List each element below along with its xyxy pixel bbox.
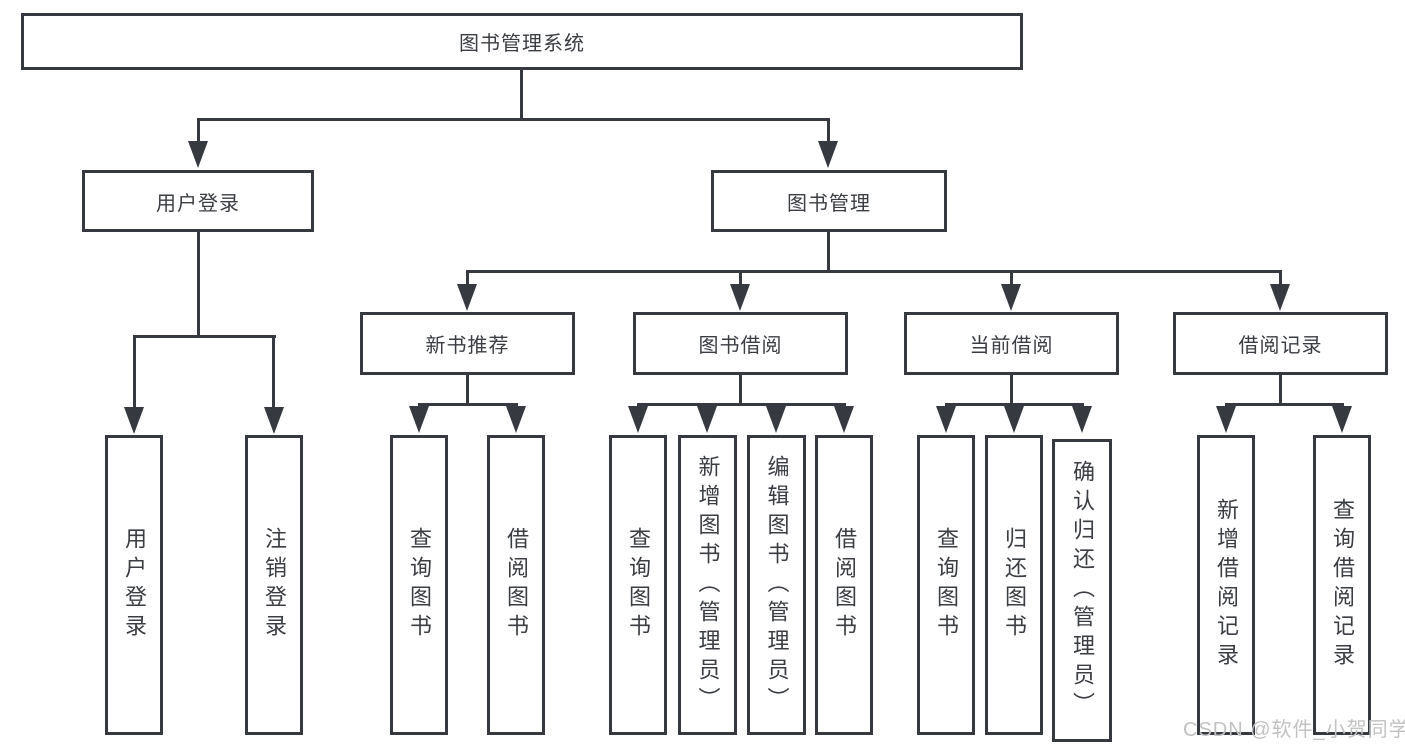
connector-line bbox=[1225, 403, 1344, 406]
leaf-newbook-borrow-label: 借阅图书 bbox=[504, 527, 529, 643]
leaf-borrow-add-label: 新增图书（管理员） bbox=[695, 454, 721, 716]
node-book-borrow: 图书借阅 bbox=[633, 312, 848, 375]
leaf-current-return-label: 归还图书 bbox=[1002, 527, 1027, 643]
arrow-down-icon bbox=[264, 407, 284, 434]
leaf-current-query: 查询图书 bbox=[917, 435, 975, 735]
node-book-borrow-label: 图书借阅 bbox=[698, 335, 783, 357]
leaf-current-query-label: 查询图书 bbox=[934, 527, 959, 643]
arrow-down-icon bbox=[1001, 284, 1021, 311]
arrow-down-icon bbox=[1332, 406, 1352, 433]
connector-line bbox=[1010, 375, 1013, 405]
arrow-down-icon bbox=[818, 141, 838, 168]
node-user-login-label: 用户登录 bbox=[156, 192, 240, 215]
connector-line bbox=[197, 232, 200, 338]
leaf-current-return: 归还图书 bbox=[985, 435, 1043, 735]
leaf-records-add-label: 新增借阅记录 bbox=[1214, 498, 1239, 672]
arrow-down-icon bbox=[834, 406, 854, 433]
node-new-book-label: 新书推荐 bbox=[425, 335, 510, 357]
arrow-down-icon bbox=[730, 284, 750, 311]
arrow-down-icon bbox=[766, 406, 786, 433]
connector-line bbox=[520, 69, 523, 120]
connector-line bbox=[827, 118, 830, 143]
leaf-borrow-edit-label: 编辑图书（管理员） bbox=[764, 454, 790, 716]
connector-line bbox=[945, 403, 1084, 406]
connector-line bbox=[133, 335, 276, 338]
leaf-borrow-query: 查询图书 bbox=[609, 435, 667, 735]
node-current-borrow-label: 当前借阅 bbox=[969, 335, 1054, 357]
connector-line bbox=[197, 118, 200, 143]
connector-line bbox=[133, 335, 136, 409]
leaf-current-confirm-label: 确认归还（管理员） bbox=[1070, 460, 1095, 721]
arrow-down-icon bbox=[936, 406, 956, 433]
leaf-newbook-borrow: 借阅图书 bbox=[487, 435, 545, 735]
arrow-down-icon bbox=[1216, 406, 1236, 433]
node-book-manage-label: 图书管理 bbox=[787, 192, 871, 215]
arrow-down-icon bbox=[409, 406, 429, 433]
connector-line bbox=[739, 375, 742, 405]
arrow-down-icon bbox=[1004, 406, 1024, 433]
connector-line bbox=[1279, 270, 1282, 286]
leaf-current-confirm: 确认归还（管理员） bbox=[1052, 439, 1112, 742]
node-current-borrow: 当前借阅 bbox=[904, 312, 1119, 375]
arrow-down-icon bbox=[188, 141, 208, 168]
arrow-down-icon bbox=[1270, 284, 1290, 311]
arrow-down-icon bbox=[124, 407, 144, 434]
leaf-user-login-label: 用户登录 bbox=[122, 527, 147, 643]
node-root: 图书管理系统 bbox=[21, 13, 1023, 70]
node-root-label: 图书管理系统 bbox=[459, 33, 585, 55]
arrow-down-icon bbox=[628, 406, 648, 433]
arrow-down-icon bbox=[1072, 406, 1092, 433]
connector-line bbox=[1010, 270, 1013, 286]
connector-line bbox=[418, 403, 518, 406]
node-borrow-records-label: 借阅记录 bbox=[1238, 335, 1323, 357]
connector-line bbox=[272, 335, 275, 409]
connector-line bbox=[827, 232, 830, 272]
leaf-borrow-borrow-label: 借阅图书 bbox=[832, 527, 857, 643]
leaf-user-login: 用户登录 bbox=[105, 435, 163, 735]
leaf-borrow-edit: 编辑图书（管理员） bbox=[747, 435, 806, 735]
leaf-records-query-label: 查询借阅记录 bbox=[1330, 498, 1355, 672]
arrow-down-icon bbox=[697, 406, 717, 433]
node-book-manage: 图书管理 bbox=[711, 170, 947, 232]
leaf-borrow-borrow: 借阅图书 bbox=[815, 435, 873, 735]
arrow-down-icon bbox=[457, 284, 477, 311]
leaf-logout-label: 注销登录 bbox=[262, 527, 287, 643]
connector-line bbox=[739, 270, 742, 286]
leaf-borrow-query-label: 查询图书 bbox=[626, 527, 651, 643]
watermark: CSDN @软件_小贺同学 bbox=[1183, 719, 1405, 741]
leaf-logout: 注销登录 bbox=[245, 435, 303, 735]
connector-line bbox=[466, 270, 469, 286]
node-user-login: 用户登录 bbox=[82, 170, 314, 232]
connector-line bbox=[1279, 375, 1282, 405]
leaf-borrow-add: 新增图书（管理员） bbox=[678, 435, 737, 735]
node-new-book: 新书推荐 bbox=[360, 312, 575, 375]
connector-line bbox=[198, 118, 830, 121]
leaf-records-add: 新增借阅记录 bbox=[1197, 435, 1255, 735]
connector-line bbox=[466, 375, 469, 405]
leaf-records-query: 查询借阅记录 bbox=[1313, 435, 1371, 735]
connector-line bbox=[637, 403, 846, 406]
leaf-newbook-query: 查询图书 bbox=[390, 435, 448, 735]
leaf-newbook-query-label: 查询图书 bbox=[407, 527, 432, 643]
arrow-down-icon bbox=[506, 406, 526, 433]
connector-line bbox=[466, 270, 1282, 273]
node-borrow-records: 借阅记录 bbox=[1173, 312, 1388, 375]
